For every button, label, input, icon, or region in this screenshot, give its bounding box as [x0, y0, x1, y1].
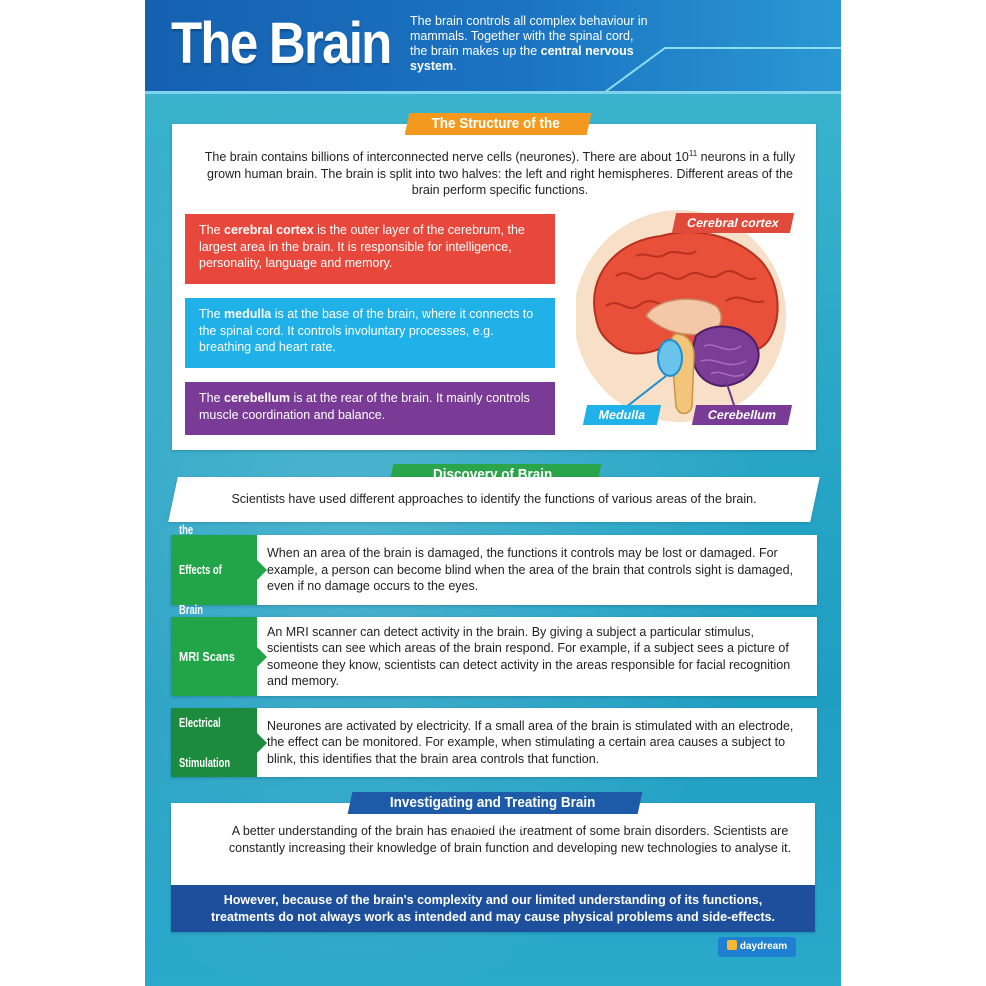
medulla-marker: [657, 339, 683, 377]
cerebellum-text: is at the rear of the brain. It mainly c…: [199, 391, 530, 422]
brain-diagram: [576, 210, 786, 422]
medulla-box: The medulla is at the base of the brain,…: [185, 298, 555, 368]
disorders-card: A better understanding of the brain has …: [171, 803, 815, 932]
header-rule: [145, 91, 841, 94]
header: The Brain The brain controls all complex…: [145, 0, 841, 92]
cortex-text-pre: The: [199, 223, 225, 237]
structure-intro-a: The brain contains billions of interconn…: [204, 150, 689, 165]
cortex-term: cerebral cortex: [224, 223, 314, 237]
medulla-term: medulla: [224, 307, 272, 321]
cerebral-cortex-box: The cerebral cortex is the outer layer o…: [185, 214, 555, 284]
method-label-line: Electrical: [179, 714, 221, 730]
inner-brain-shape: [645, 298, 722, 336]
cerebellum-term: cerebellum: [224, 391, 291, 405]
cerebral-cortex-label: Cerebral cortex: [671, 213, 795, 233]
method-label-line: MRI Scans: [179, 648, 235, 664]
structure-title-text: The Structure of the Brain: [431, 115, 560, 154]
structure-card: The brain contains billions of interconn…: [172, 124, 816, 450]
method-label-line: Effects of: [179, 562, 222, 577]
header-intro-end: .: [453, 59, 457, 73]
disorders-title-text: Investigating and Treating Brain Disorde…: [389, 794, 596, 833]
method-label: MRI Scans: [171, 617, 267, 696]
method-text: An MRI scanner can detect activity in th…: [267, 624, 791, 689]
disorders-text: A better understanding of the brain has …: [228, 824, 792, 855]
brand-logo: daydream: [718, 937, 796, 957]
disorders-section-title: Investigating and Treating Brain Disorde…: [347, 792, 643, 833]
page-title: The Brain: [171, 11, 392, 76]
structure-section-title: The Structure of the Brain: [404, 113, 592, 154]
header-decoration: [604, 47, 841, 92]
logo-icon: [726, 940, 737, 950]
structure-intro-b: neurons in a fully grown human brain. Th…: [207, 150, 796, 198]
medulla-label: Medulla: [582, 405, 662, 425]
structure-intro-sup: 11: [688, 149, 698, 158]
cerebellum-box: The cerebellum is at the rear of the bra…: [185, 382, 555, 435]
logo-text: daydream: [739, 941, 788, 952]
discovery-intro: Scientists have used different approache…: [231, 492, 757, 506]
method-label-line: Studying the: [179, 502, 220, 537]
disorders-footer: However, because of the brain's complexi…: [171, 885, 815, 932]
disorders-footer-text: However, because of the brain's complexi…: [210, 893, 776, 924]
header-intro-bold: central nervous system: [410, 44, 634, 73]
cerebellum-label: Cerebellum: [691, 405, 793, 425]
cerebellum-folds: [700, 344, 747, 377]
cortex-folds: [605, 250, 765, 309]
structure-intro: The brain contains billions of interconn…: [200, 146, 800, 199]
medulla-text-pre: The: [199, 307, 225, 321]
cerebellum-text-pre: The: [199, 391, 225, 405]
cerebellum-shape: [691, 325, 760, 388]
cerebrum-shape: [593, 231, 779, 355]
medulla-text: is at the base of the brain, where it co…: [199, 307, 534, 354]
method-label-line: Stimulation: [179, 754, 231, 770]
header-intro: The brain controls all complex behaviour…: [410, 14, 650, 74]
header-intro-text: The brain controls all complex behaviour…: [410, 14, 648, 58]
method-text: Neurones are activated by electricity. I…: [267, 718, 794, 766]
poster: The Brain The brain controls all complex…: [145, 0, 841, 986]
cortex-text: is the outer layer of the cerebrum, the …: [199, 223, 525, 270]
method-row: MRI Scans An MRI scanner can detect acti…: [171, 617, 817, 696]
method-text: When an area of the brain is damaged, th…: [267, 546, 794, 594]
